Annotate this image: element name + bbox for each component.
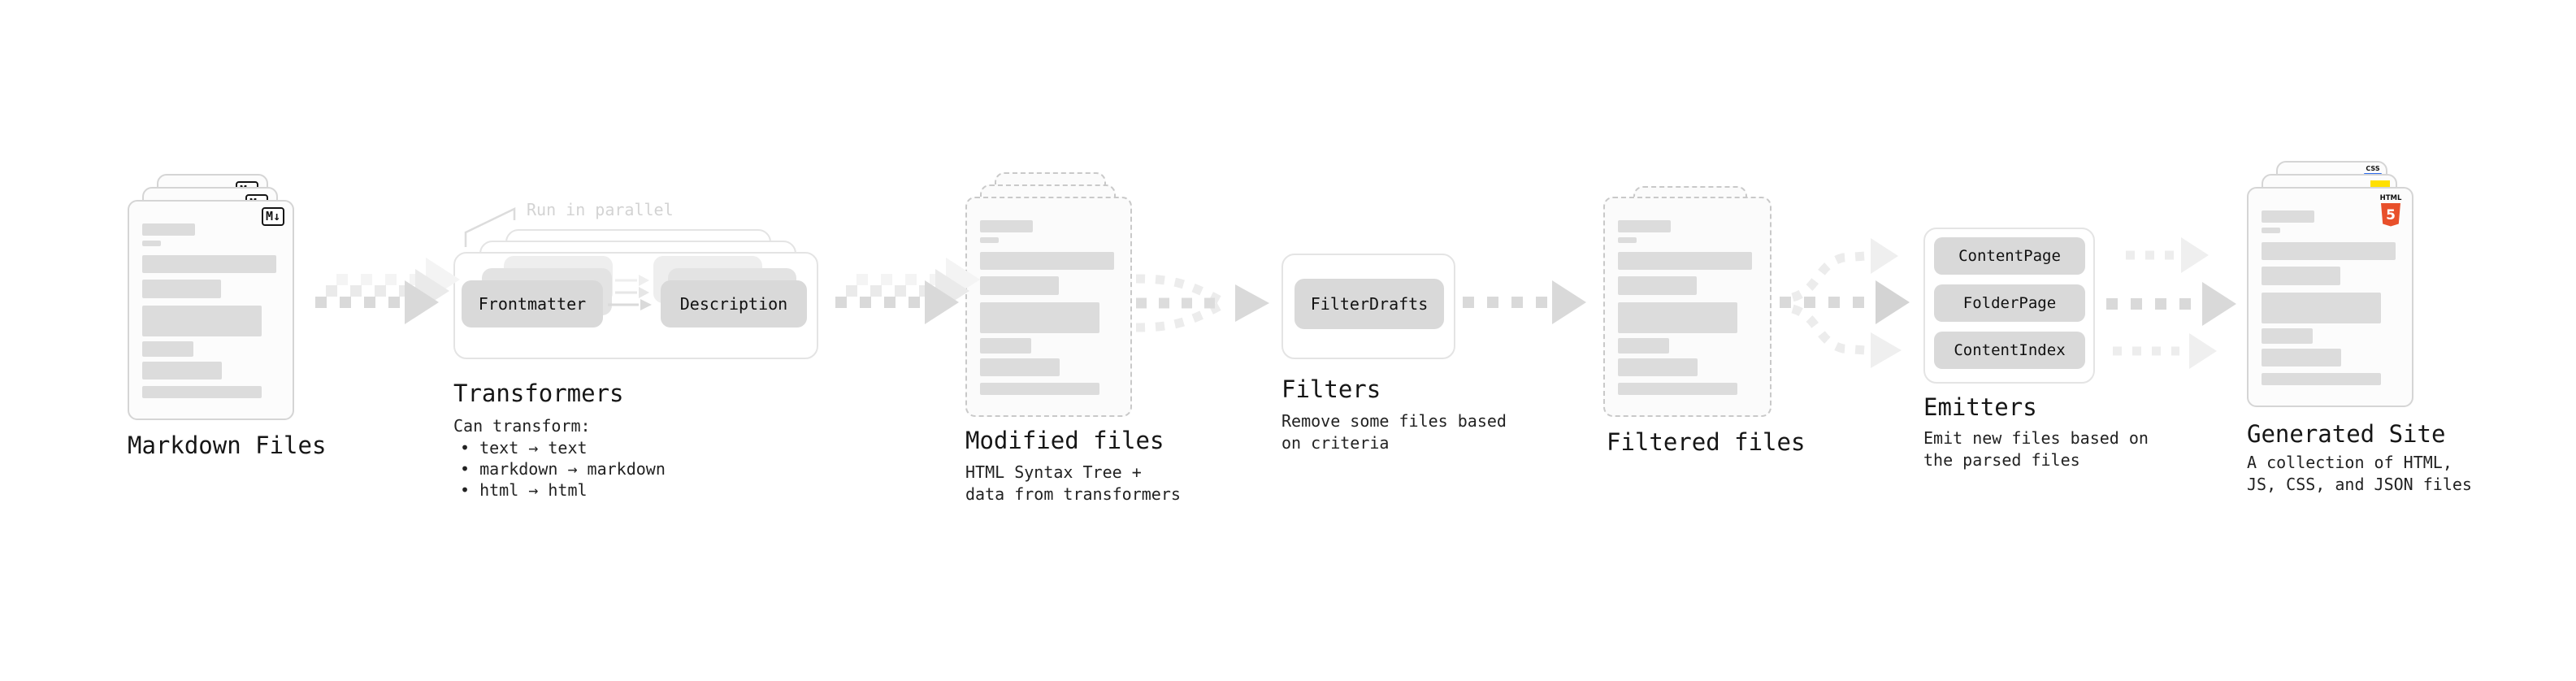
- stage-title: Markdown Files: [128, 432, 327, 459]
- arrow-transformers-to-modified: [835, 258, 980, 324]
- emitter-pill: FolderPage: [1934, 284, 2085, 322]
- emitter-pill: ContentIndex: [1934, 332, 2085, 369]
- bullet-item: • html → html: [460, 480, 588, 500]
- bullet-item: • text → text: [460, 438, 588, 458]
- transformer-pill: Description: [661, 280, 807, 327]
- doc-card: HTML 5: [2247, 187, 2413, 407]
- run-in-parallel-note: Run in parallel: [527, 200, 674, 219]
- stage-title: Transformers: [453, 380, 624, 407]
- arrow-modified-to-filters: [1135, 274, 1269, 332]
- pill-label: FilterDrafts: [1310, 294, 1429, 314]
- arrow-markdown-to-transformers: [315, 258, 460, 324]
- pill-label: ContentIndex: [1954, 341, 2066, 359]
- pill-label: Frontmatter: [478, 294, 587, 314]
- js-icon: [2370, 180, 2390, 189]
- stage-title: Filters: [1281, 375, 1381, 403]
- doc-bars: [2262, 210, 2402, 385]
- doc-bars: [980, 220, 1121, 395]
- filter-pill: FilterDrafts: [1295, 279, 1444, 329]
- html5-icon: HTML 5: [2379, 193, 2403, 231]
- arrow-filters-to-filtered: [1463, 280, 1586, 324]
- stage-title: Generated Site: [2247, 420, 2446, 448]
- doc-card: [965, 197, 1132, 417]
- stage-title: Emitters: [1923, 393, 2037, 421]
- emitter-pill: ContentPage: [1934, 237, 2085, 275]
- stage-title: Modified files: [965, 427, 1164, 454]
- pill-label: Description: [679, 294, 788, 314]
- transform-bullet-list: • text → text • markdown → markdown • ht…: [460, 437, 666, 501]
- css-icon-label: CSS: [2366, 165, 2380, 172]
- html5-icon-shield: [2381, 203, 2400, 227]
- transformer-pill: Frontmatter: [462, 280, 603, 327]
- doc-bars: [142, 223, 283, 398]
- html5-icon-word: HTML: [2380, 194, 2402, 202]
- arrow-emitters-to-generated: [2106, 237, 2236, 369]
- stage-desc: A collection of HTML, JS, CSS, and JSON …: [2247, 453, 2472, 494]
- arrow-filtered-to-emitters: [1780, 238, 1910, 368]
- html5-icon-number: 5: [2386, 207, 2396, 223]
- stage-title: Filtered files: [1607, 428, 1806, 456]
- pill-label: ContentPage: [1958, 247, 2061, 265]
- stage-desc: HTML Syntax Tree + data from transformer…: [965, 462, 1181, 504]
- stage-desc: Can transform:: [453, 416, 591, 436]
- stage-desc: Emit new files based on the parsed files: [1923, 428, 2149, 470]
- stage-desc: Remove some files based on criteria: [1281, 411, 1507, 453]
- doc-card: [1603, 197, 1772, 417]
- doc-card: M↓: [128, 200, 294, 420]
- bullet-item: • markdown → markdown: [460, 459, 666, 479]
- markdown-icon: M↓: [261, 207, 284, 226]
- doc-bars: [1618, 220, 1759, 395]
- pill-label: FolderPage: [1962, 294, 2057, 312]
